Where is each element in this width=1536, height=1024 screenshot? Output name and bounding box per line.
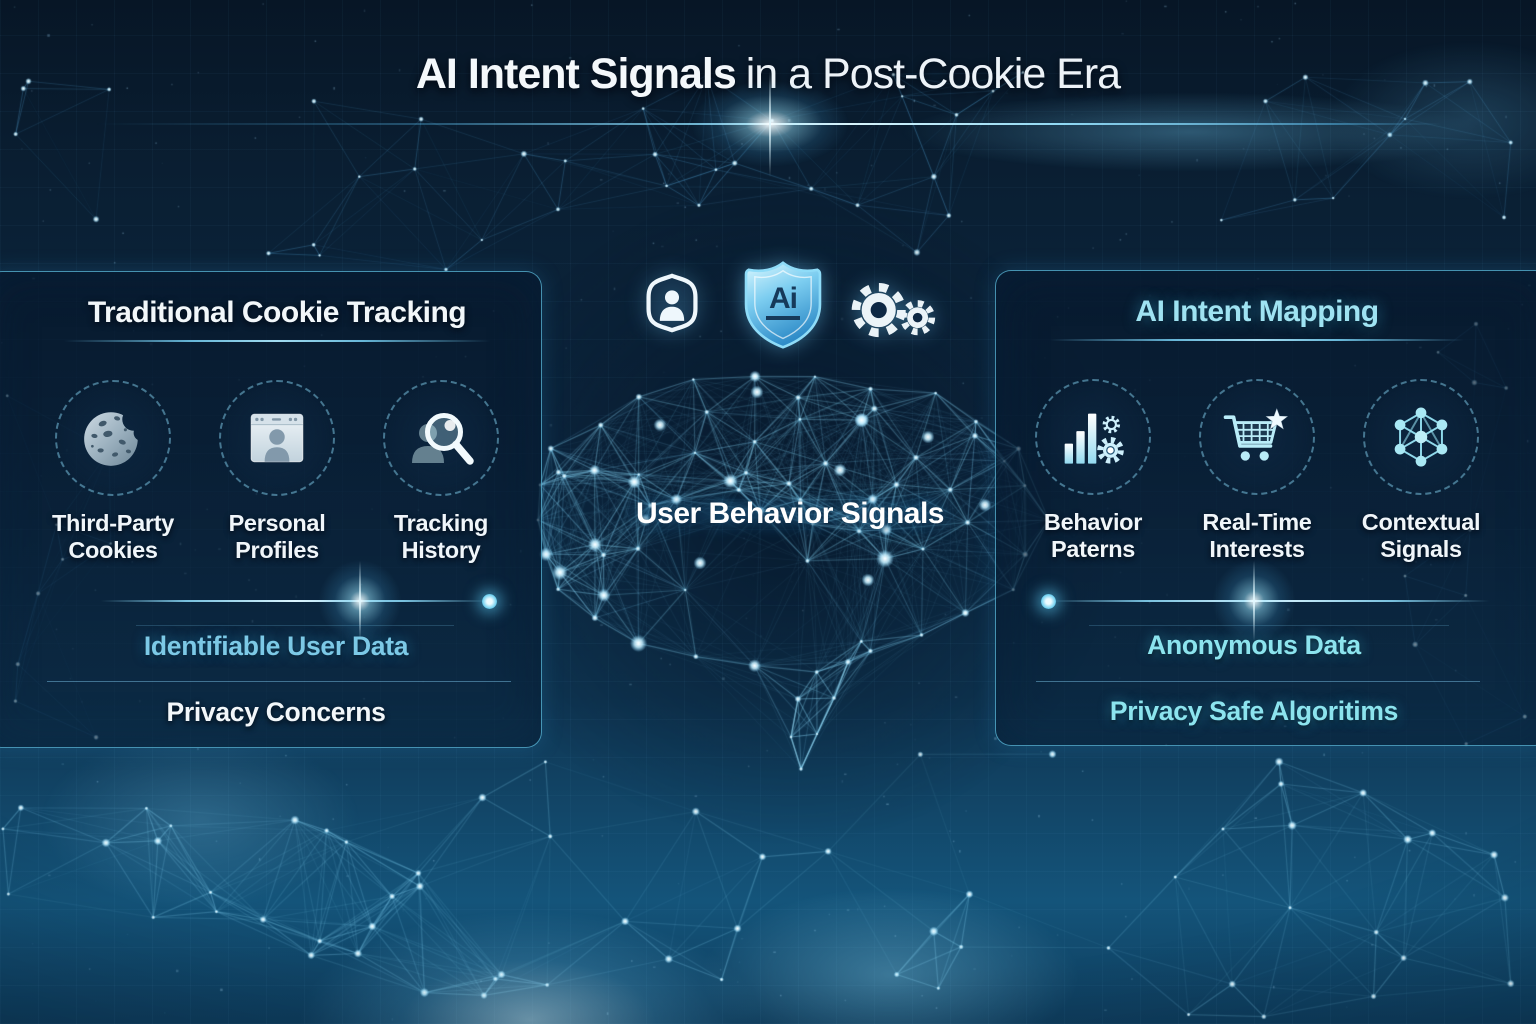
node-dot <box>1041 594 1056 609</box>
left-footer-privacy-concerns: Privacy Concerns <box>166 697 386 727</box>
icon-ring <box>1363 379 1479 495</box>
bar-chart-gear-icon <box>1064 413 1124 464</box>
right-footer-privacy-safe-algorithms: Privacy Safe Algoritims <box>1109 696 1399 726</box>
cart-star-icon <box>1223 406 1290 461</box>
icon-ring <box>1035 379 1151 495</box>
panel-title-underline <box>1049 339 1465 341</box>
item-real-time-interests: Real-Time Interests <box>1190 379 1324 564</box>
item-contextual-signals: Contextual Signals <box>1354 379 1488 564</box>
footer-divider-line <box>47 681 511 682</box>
network-nodes-icon <box>1394 407 1448 467</box>
icon-ring <box>383 380 499 496</box>
gears-icon <box>842 274 942 348</box>
panel-title-underline <box>63 340 491 342</box>
item-label: Behavior Paterns <box>1043 509 1143 563</box>
ai-shield-label: Ai <box>739 284 827 320</box>
icon-ring <box>1199 379 1315 495</box>
footer-divider-line <box>1036 681 1480 682</box>
left-footer-identifiable-user-data: Identifiable User Data <box>143 631 409 661</box>
ai-shield-icon: Ai <box>739 256 827 354</box>
right-panel-title: AI Intent Mapping <box>1135 295 1379 328</box>
item-label: Personal Profiles <box>228 510 326 564</box>
panel-ai-intent-mapping: AI Intent Mapping <box>995 270 1536 746</box>
panel-traditional-cookie-tracking: Traditional Cookie Tracking <box>0 271 542 748</box>
lens-flare <box>660 64 880 184</box>
cookie-icon <box>84 412 138 466</box>
right-footer-anonymous-data: Anonymous Data <box>1147 630 1361 660</box>
item-behavior-patterns: Behavior Paterns <box>1026 379 1160 564</box>
item-third-party-cookies: Third-Party Cookies <box>46 380 180 565</box>
user-badge-icon <box>642 273 702 333</box>
divider-line <box>101 600 489 602</box>
left-panel-title: Traditional Cookie Tracking <box>87 296 467 329</box>
core-label: User Behavior Signals <box>636 497 944 530</box>
item-label: Third-Party Cookies <box>51 510 175 564</box>
item-personal-profiles: Personal Profiles <box>210 380 344 565</box>
item-label: Contextual Signals <box>1361 509 1481 563</box>
left-panel-items: Third-Party Cookies <box>23 380 531 565</box>
icon-ring <box>55 380 171 496</box>
item-label: Tracking History <box>393 510 489 564</box>
profile-window-icon <box>250 413 304 463</box>
node-dot <box>482 594 497 609</box>
item-tracking-history: Tracking History <box>374 380 508 565</box>
tracking-magnifier-icon <box>412 413 474 465</box>
right-panel-items: Behavior Paterns <box>1010 379 1504 564</box>
icon-ring <box>219 380 335 496</box>
